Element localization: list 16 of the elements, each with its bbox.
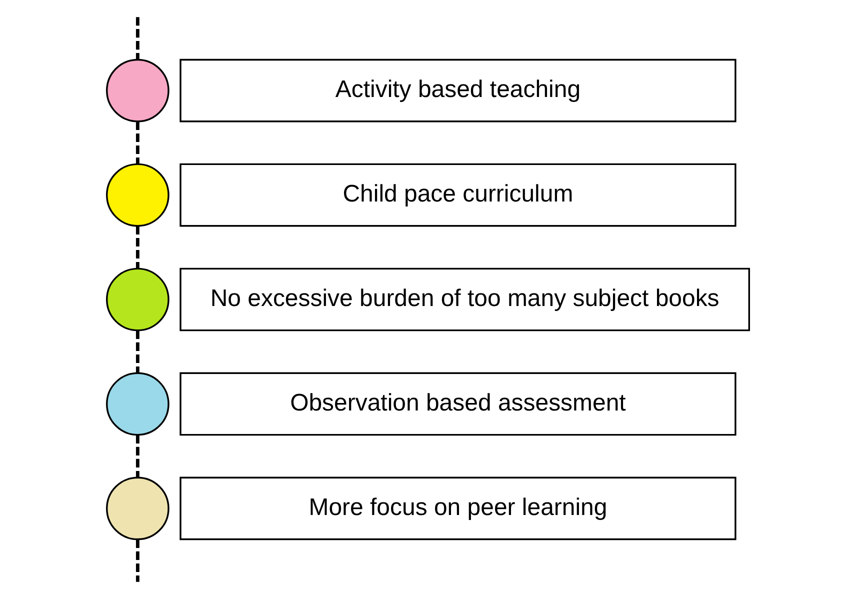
node-box: Observation based assessment (180, 372, 736, 436)
connector (136, 330, 140, 373)
node-circle (106, 372, 170, 436)
node-box: More focus on peer learning (180, 476, 736, 540)
connector (136, 17, 140, 60)
node-circle (106, 268, 170, 332)
node-box: Child pace curriculum (180, 163, 736, 227)
connector (136, 539, 140, 582)
connector (136, 226, 140, 268)
node-box: No excessive burden of too many subject books (180, 268, 750, 332)
node-circle (106, 58, 170, 122)
node-box: Activity based teaching (180, 58, 736, 122)
node-circle (106, 476, 170, 540)
connector (136, 434, 140, 478)
connector (136, 122, 140, 164)
node-circle (106, 163, 170, 227)
